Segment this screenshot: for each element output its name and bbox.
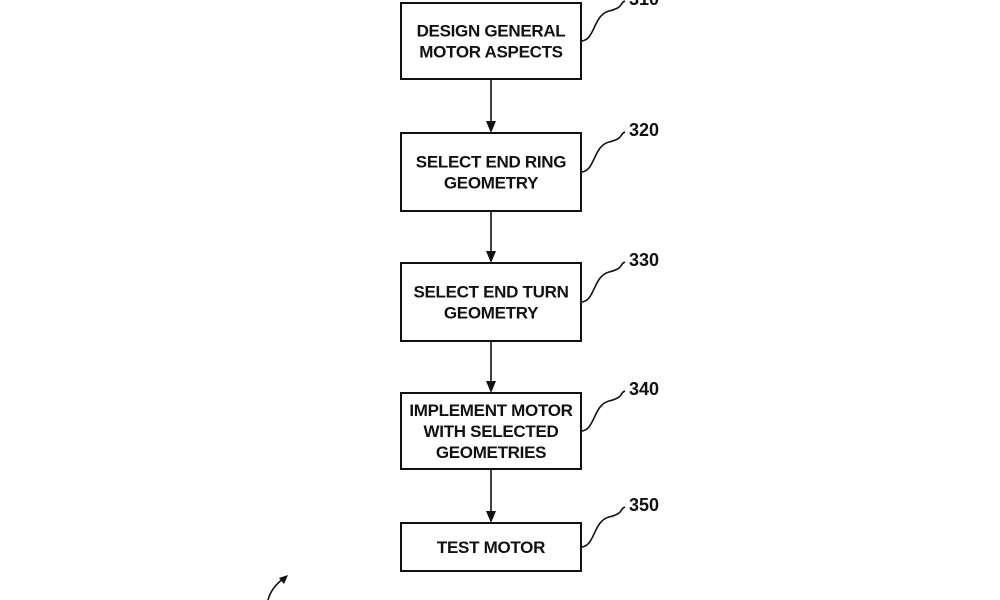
- step-label-line: SELECT END TURN: [413, 283, 568, 302]
- reference-numeral: 340: [629, 379, 659, 399]
- step-box-frame: [400, 262, 582, 342]
- flow-steps: DESIGN GENERAL MOTOR ASPECTS 310SELECT END…: [400, 0, 659, 572]
- step-box-350: TEST MOTOR 350: [400, 495, 659, 572]
- flow-arrows: [486, 79, 496, 523]
- step-label-line: DESIGN GENERAL: [417, 22, 566, 41]
- flow-arrow-head: [486, 251, 496, 263]
- reference-leader-line: [580, 131, 626, 173]
- reference-numeral: 310: [629, 0, 659, 9]
- step-box-frame: [400, 132, 582, 212]
- reference-numeral: 350: [629, 495, 659, 515]
- step-box-320: SELECT END RING GEOMETRY 320: [400, 120, 659, 212]
- step-box-frame: [400, 522, 582, 572]
- step-box-frame: [400, 2, 582, 80]
- step-label-line: GEOMETRY: [444, 174, 539, 193]
- reference-numeral: 320: [629, 120, 659, 140]
- step-label-line: GEOMETRY: [444, 304, 539, 323]
- flow-arrow: [486, 79, 496, 133]
- step-label-line: SELECT END RING: [416, 153, 566, 172]
- step-box-330: SELECT END TURN GEOMETRY 330: [400, 250, 659, 342]
- flow-arrow-head: [486, 121, 496, 133]
- step-label-line: GEOMETRIES: [436, 443, 546, 462]
- step-label-line: TEST MOTOR: [437, 538, 545, 557]
- figure-pointer-arrow: [267, 575, 288, 600]
- reference-leader-line: [580, 390, 626, 432]
- step-box-310: DESIGN GENERAL MOTOR ASPECTS 310: [400, 0, 659, 80]
- step-label-line: MOTOR ASPECTS: [419, 43, 562, 62]
- reference-leader-line: [580, 0, 626, 42]
- flow-arrow: [486, 341, 496, 393]
- step-label-line: IMPLEMENT MOTOR: [409, 401, 572, 420]
- flow-arrow: [486, 211, 496, 263]
- reference-numeral: 330: [629, 250, 659, 270]
- step-box-frame: [400, 392, 582, 470]
- reference-leader-line: [580, 261, 626, 303]
- reference-leader-line: [580, 506, 626, 548]
- flow-arrow-head: [486, 381, 496, 393]
- step-box-340: IMPLEMENT MOTOR WITH SELECTED GEOMETRIES 34…: [400, 379, 659, 470]
- flow-arrow-head: [486, 511, 496, 523]
- flow-arrow: [486, 469, 496, 523]
- step-label-line: WITH SELECTED: [424, 422, 559, 441]
